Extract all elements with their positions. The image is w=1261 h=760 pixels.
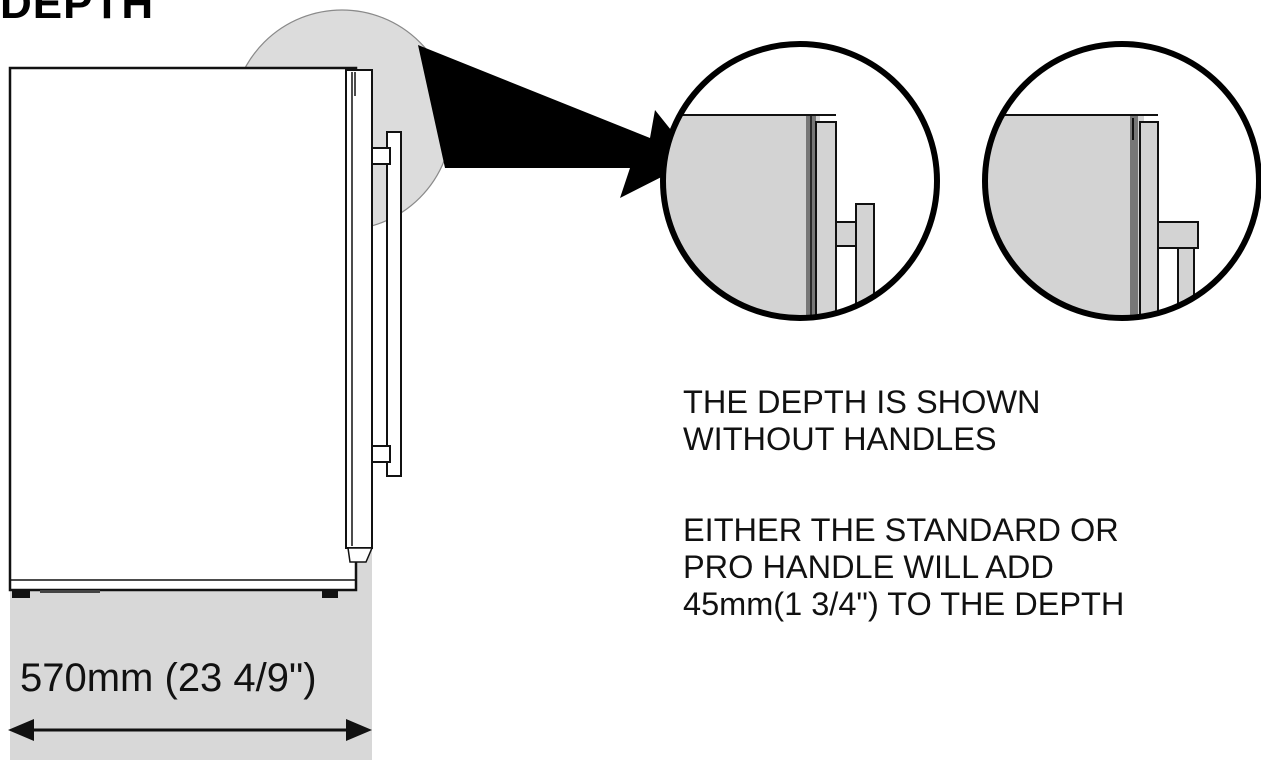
handle-note-line-1: EITHER THE STANDARD OR: [683, 512, 1119, 548]
handle-note: EITHER THE STANDARD OR PRO HANDLE WILL A…: [683, 512, 1124, 623]
handle-note-line-2: PRO HANDLE WILL ADD: [683, 549, 1054, 585]
cabinet-foot-front: [12, 590, 30, 598]
cabinet-body: [8, 66, 358, 592]
handle-bar: [386, 131, 402, 477]
depth-dimension-label: 570mm (23 4/9"): [20, 656, 317, 700]
cabinet-foot-back: [322, 590, 338, 598]
detail-pro-handle: [982, 41, 1261, 321]
handle-note-line-3: 45mm(1 3/4") TO THE DEPTH: [683, 586, 1125, 622]
detail-standard-handle: [660, 41, 940, 321]
door-bottom-hinge: [347, 547, 374, 563]
door-panel: [345, 69, 373, 549]
page-title: DEPTH: [0, 0, 155, 28]
dimension-arrowhead-left: [8, 719, 34, 741]
depth-note-line-1: THE DEPTH IS SHOWN: [683, 384, 1041, 420]
cabinet-vent: [40, 590, 100, 593]
dimension-arrowhead-right: [346, 719, 372, 741]
depth-note: THE DEPTH IS SHOWN WITHOUT HANDLES: [683, 384, 1041, 458]
handle-top-mount: [371, 147, 391, 165]
zoom-pointer-cone: [418, 45, 695, 198]
depth-note-line-2: WITHOUT HANDLES: [683, 421, 997, 457]
handle-bottom-mount: [371, 445, 391, 463]
